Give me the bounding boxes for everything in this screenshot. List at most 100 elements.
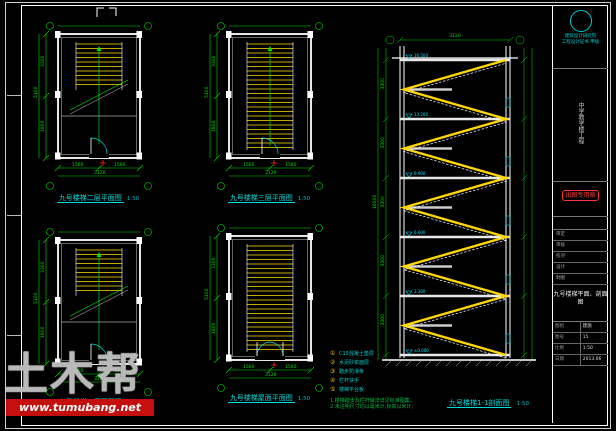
section-ground — [382, 359, 536, 367]
legend-text: C15混凝土垫层 — [339, 351, 374, 357]
title-block-logo-cell: 建筑设计研究院 工程设计证书 甲级 — [553, 6, 608, 69]
svg-text:3120: 3120 — [265, 372, 277, 378]
svg-text:1560: 1560 — [243, 364, 255, 370]
section-floor-slabs — [400, 58, 510, 357]
door-swing — [89, 137, 109, 158]
field-value: 15 — [582, 335, 589, 340]
signature-row: 设计 — [553, 263, 608, 274]
section-level-marks: 16.500 13.200 9.900 6.600 3.300 ±0.000 — [405, 53, 429, 355]
sheet-outer-border — [5, 2, 611, 429]
legend-symbol: ① — [330, 350, 336, 357]
project-name: 中学教学楼工程 — [577, 102, 584, 144]
title-block-field: 图号 15 — [553, 333, 608, 344]
watermark-brand: 土木帮 — [4, 349, 142, 400]
title-block: 建筑设计研究院 工程设计证书 甲级 中学教学楼工程 出图专用章 审定 审核 校对… — [552, 6, 608, 423]
sheet-inner-border — [21, 5, 608, 426]
field-label: 图别 — [553, 322, 581, 332]
svg-text:6.600: 6.600 — [414, 230, 426, 235]
svg-text:5100: 5100 — [204, 86, 210, 98]
stair-direction-arrow — [96, 46, 102, 144]
svg-text:1560: 1560 — [285, 162, 297, 168]
plan-dimension-lines — [38, 228, 152, 396]
svg-text:3120: 3120 — [94, 170, 106, 176]
legend-text: 踏步防滑条 — [339, 369, 365, 375]
legend-text: 楼梯平台板 — [339, 387, 365, 393]
svg-text:3300: 3300 — [380, 78, 386, 90]
section-window-marks — [505, 97, 511, 344]
svg-text:3300: 3300 — [211, 55, 217, 67]
company-logo-icon — [569, 10, 592, 32]
svg-text:1560: 1560 — [72, 162, 84, 168]
svg-text:1560: 1560 — [243, 162, 255, 168]
door-swing — [255, 341, 285, 360]
legend-symbol: ③ — [330, 368, 336, 375]
plan-dimension-lines — [209, 224, 323, 392]
plan-dimension-text: 3300 1800 5100 1560 1560 3120 — [204, 55, 297, 176]
section-cut-mark — [96, 7, 117, 17]
svg-text:3300: 3300 — [380, 255, 386, 267]
notes: 1.楼梯踏步及栏杆做法详见标准图集。 2.未注明尺寸均以毫米计,标高以米计。 — [330, 398, 490, 410]
legend-item: ④ 栏杆扶手 — [330, 376, 430, 385]
field-value: 2013.06 — [582, 357, 602, 362]
watermark-url: www.tumubang.net — [6, 399, 154, 416]
svg-text:3300: 3300 — [40, 261, 46, 273]
section-title: 九号楼梯1-1剖面图 1:50 — [446, 399, 530, 408]
door-swing — [89, 343, 109, 364]
stair-plan-roof-drawing: 3300 1800 5100 1560 1560 3120 — [204, 224, 323, 392]
stair-plan-1f-drawing: 3300 1800 5100 1560 1560 3120 — [33, 228, 152, 396]
title-block-field: 比例 1:50 — [553, 344, 608, 355]
svg-text:5100: 5100 — [204, 288, 210, 300]
note-line-1: 1.楼梯踏步及栏杆做法详见标准图集。 — [330, 398, 415, 404]
legend: ① C15混凝土垫层 ② 水泥砂浆面层 ③ 踏步防滑条 ④ 栏杆扶手 ⑤ 楼梯平… — [330, 349, 430, 394]
svg-text:1800: 1800 — [40, 326, 46, 338]
company-cert: 工程设计证书 甲级 — [561, 40, 600, 45]
title-block-stamp-cell: 出图专用章 — [553, 182, 608, 217]
svg-text:3120: 3120 — [94, 376, 106, 382]
svg-text:16.500: 16.500 — [414, 53, 428, 58]
field-value: 建施 — [582, 324, 592, 329]
plan-dimension-lines — [209, 22, 323, 190]
section-stair-flights — [399, 58, 511, 359]
svg-text:5100: 5100 — [33, 86, 39, 98]
drawing-name: 九号楼梯平面、剖面图 — [553, 291, 608, 306]
section-landings — [404, 88, 452, 327]
title-block-field: 图别 建施 — [553, 322, 608, 333]
stair-stringers — [246, 244, 294, 352]
legend-item: ③ 踏步防滑条 — [330, 367, 430, 376]
plan-dimension-text: 3300 1800 5100 1560 1560 3120 — [33, 55, 126, 176]
svg-text:16500: 16500 — [372, 195, 378, 209]
red-mark — [271, 362, 277, 368]
svg-text:3120: 3120 — [265, 170, 277, 176]
legend-symbol: ② — [330, 359, 336, 366]
red-mark — [100, 366, 106, 372]
stair-section-drawing: 3120 3300 3300 3300 3300 3300 16500 16.5… — [372, 33, 536, 367]
binding-tick — [7, 95, 21, 96]
svg-text:1800: 1800 — [211, 120, 217, 132]
stair-plan-2f-drawing: 3300 1800 5100 1560 1560 3120 — [33, 22, 152, 190]
svg-text:3300: 3300 — [211, 257, 217, 269]
stair-plan-3f-drawing: 3300 1800 5100 1560 1560 3120 — [204, 22, 323, 190]
title-block-spacer — [553, 217, 608, 230]
plan-dimension-lines — [38, 22, 152, 190]
section-dimension-text: 3120 3300 3300 3300 3300 3300 16500 — [372, 33, 461, 326]
field-label: 图号 — [553, 333, 581, 343]
title-block-field: 日期 2013.06 — [553, 355, 608, 366]
field-label: 日期 — [553, 355, 581, 365]
legend-text: 水泥砂浆面层 — [339, 360, 370, 366]
legend-symbol: ⑤ — [330, 386, 336, 393]
section-dimension-lines — [377, 35, 533, 360]
section-walls — [392, 46, 518, 358]
field-value: 1:50 — [582, 346, 593, 351]
svg-text:3300: 3300 — [380, 314, 386, 326]
svg-text:3.300: 3.300 — [414, 289, 426, 294]
red-mark — [271, 160, 277, 166]
red-mark — [100, 160, 106, 166]
signature-row: 审定 — [553, 230, 608, 241]
field-label: 比例 — [553, 344, 581, 354]
stair-flight-treads — [247, 245, 293, 350]
stamp-text: 出图专用章 — [553, 190, 608, 201]
